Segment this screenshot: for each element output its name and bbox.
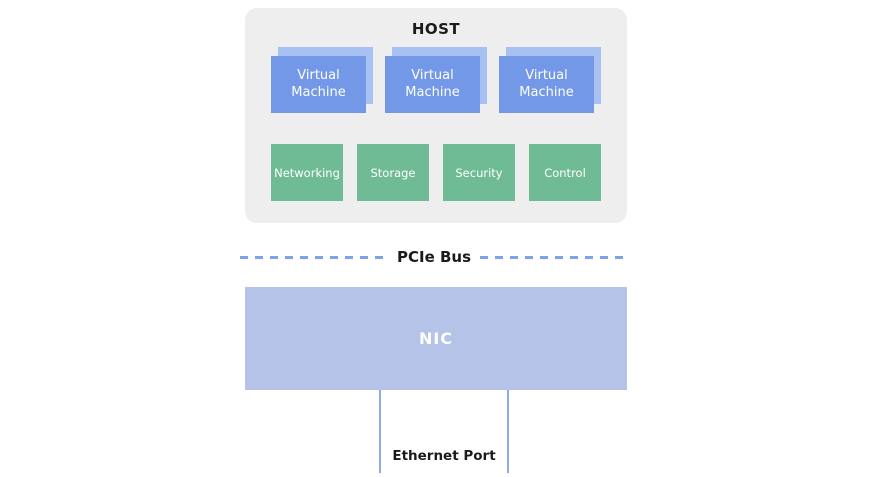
vm-label: Virtual Machine bbox=[405, 67, 460, 100]
ethernet-port-label: Ethernet Port bbox=[392, 448, 496, 464]
service-label: Networking bbox=[274, 165, 340, 180]
pcie-bus-dash-left bbox=[240, 255, 388, 259]
service-box-storage: Storage bbox=[357, 144, 429, 201]
vm-label: Virtual Machine bbox=[291, 67, 346, 100]
service-box-control: Control bbox=[529, 144, 601, 201]
ethernet-port-line-right bbox=[507, 390, 509, 473]
service-row: Networking Storage Security Control bbox=[245, 144, 627, 201]
pcie-bus: PCIe Bus bbox=[240, 245, 628, 269]
service-box-networking: Networking bbox=[271, 144, 343, 201]
ethernet-port-line-left bbox=[379, 390, 381, 473]
service-label: Storage bbox=[370, 165, 416, 180]
host-panel: HOST Virtual Machine Virtual Machine Vir… bbox=[245, 8, 627, 223]
vm-box: Virtual Machine bbox=[385, 56, 480, 113]
nic-label: NIC bbox=[418, 329, 454, 348]
service-label: Control bbox=[544, 165, 586, 180]
vm-row: Virtual Machine Virtual Machine Virtual … bbox=[245, 47, 627, 113]
nic-box: NIC bbox=[245, 287, 627, 390]
vm-box: Virtual Machine bbox=[271, 56, 366, 113]
pcie-bus-label: PCIe Bus bbox=[396, 248, 472, 266]
vm-box: Virtual Machine bbox=[499, 56, 594, 113]
host-title: HOST bbox=[411, 20, 461, 38]
vm-stack-2: Virtual Machine bbox=[385, 47, 487, 113]
vm-stack-3: Virtual Machine bbox=[499, 47, 601, 113]
pcie-bus-dash-right bbox=[480, 255, 628, 259]
service-box-security: Security bbox=[443, 144, 515, 201]
vm-stack-1: Virtual Machine bbox=[271, 47, 373, 113]
service-label: Security bbox=[455, 165, 503, 180]
vm-label: Virtual Machine bbox=[519, 67, 574, 100]
ethernet-port: Ethernet Port bbox=[379, 390, 509, 473]
